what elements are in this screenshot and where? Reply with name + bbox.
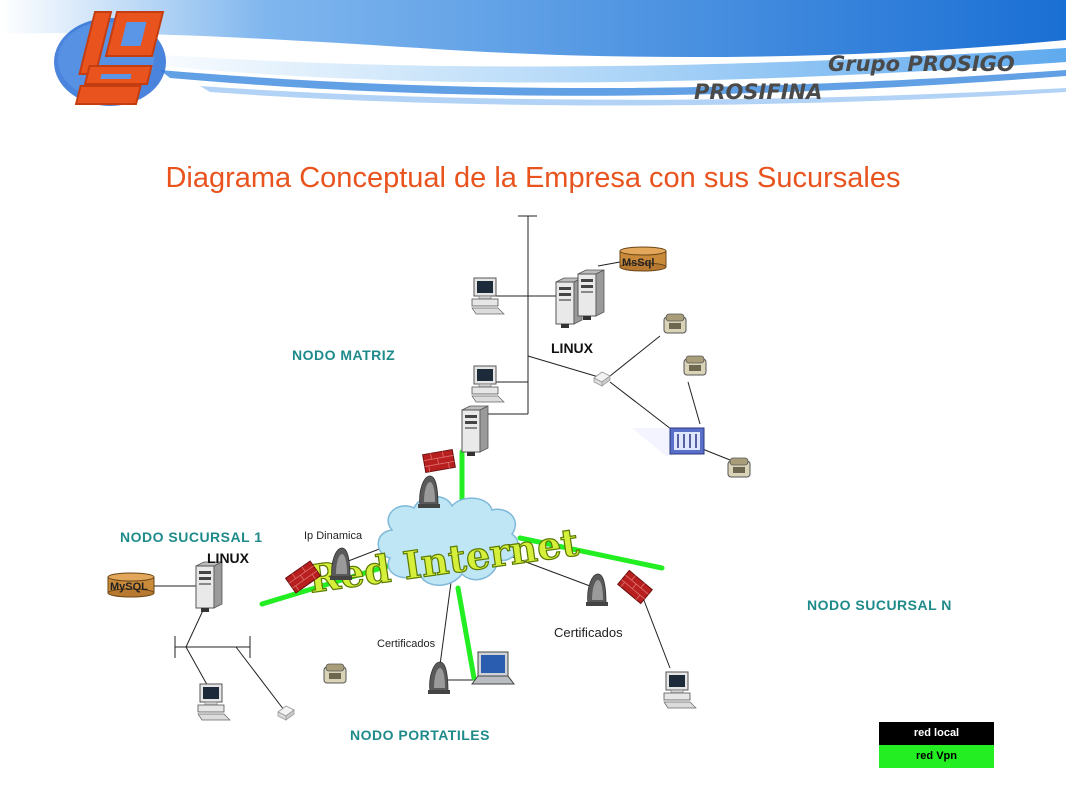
- company-logo: [54, 11, 166, 106]
- group-name: Grupo PROSIGO: [828, 52, 1015, 76]
- workstation-icon[interactable]: [471, 365, 505, 403]
- mysql-label: MySQL: [110, 581, 148, 593]
- modem-icon[interactable]: [427, 661, 451, 695]
- node-portatiles-label: NODO PORTATILES: [350, 727, 490, 743]
- mssql-label: MsSql: [622, 257, 655, 269]
- firewall-icon[interactable]: [422, 449, 456, 473]
- ip-phone-icon[interactable]: [727, 457, 751, 478]
- node-matriz-label: NODO MATRIZ: [292, 347, 396, 363]
- header-banner: [0, 0, 1066, 106]
- certificados-portatiles-label: Certificados: [377, 638, 436, 650]
- gateway-server-icon[interactable]: [461, 405, 489, 457]
- linux-sucursal-label: LINUX: [207, 550, 249, 566]
- modem-icon[interactable]: [585, 573, 609, 607]
- node-sucursal-1-label: NODO SUCURSAL 1: [120, 529, 263, 545]
- legend-red-vpn: red Vpn: [879, 745, 994, 768]
- switch-icon[interactable]: [277, 705, 295, 721]
- laptop-icon[interactable]: [471, 651, 515, 685]
- modem-icon[interactable]: [417, 475, 441, 509]
- certificados-sucursal-n-label: Certificados: [554, 625, 623, 640]
- server-icon[interactable]: [577, 269, 605, 321]
- ip-phone-icon[interactable]: [683, 355, 707, 376]
- server-icon[interactable]: [195, 561, 223, 613]
- ip-phone-icon[interactable]: [323, 663, 347, 684]
- firewall-icon[interactable]: [617, 569, 653, 605]
- linux-matriz-label: LINUX: [551, 340, 593, 356]
- ip-dinamica-label: Ip Dinamica: [304, 530, 363, 542]
- legend: red local red Vpn: [879, 722, 994, 768]
- page-title: Diagrama Conceptual de la Empresa con su…: [165, 162, 901, 194]
- company-name: PROSIFINA: [694, 80, 823, 104]
- node-sucursal-n-label: NODO SUCURSAL N: [807, 597, 952, 613]
- ip-phone-icon[interactable]: [663, 313, 687, 334]
- legend-red-local: red local: [879, 722, 994, 745]
- switch-icon[interactable]: [593, 371, 611, 387]
- pbx-switch-icon[interactable]: [632, 427, 705, 456]
- workstation-icon[interactable]: [197, 683, 231, 721]
- workstation-icon[interactable]: [663, 671, 697, 709]
